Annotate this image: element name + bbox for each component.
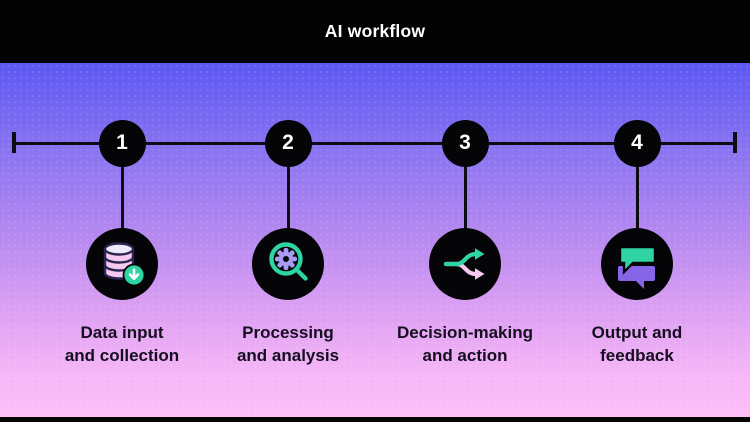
step-label-line1: Processing [242,323,334,342]
step-3: 3 Decision-making and action [375,63,555,422]
step-number: 4 [631,131,643,154]
step-label-line1: Output and [591,323,683,342]
step-label-line2: and collection [64,346,180,365]
step-label-line1: Data input [80,323,164,342]
database-download-icon [86,228,158,300]
step-label-line1: Decision-making [396,323,534,342]
connector-line [120,143,124,264]
speech-bubbles-icon [601,228,673,300]
page-title: AI workflow [324,21,426,41]
footer-bar [0,417,750,422]
step-number-badge: 4 [613,119,661,167]
step-number-badge: 2 [264,119,312,167]
step-label: Decision-making and action [375,321,555,367]
step-number-badge: 1 [98,119,146,167]
gear-magnifier-icon [252,228,324,300]
header-bar: AI workflow [0,0,750,63]
connector-line [286,143,290,264]
timeline-right-cap [733,132,737,153]
step-1: 1 Data input and collection [32,63,212,422]
step-number: 3 [459,131,471,154]
branching-arrows-icon [429,228,501,300]
connector-line [635,143,639,264]
step-4: 4 Output and feedback [547,63,727,422]
step-number: 2 [282,131,294,154]
step-label: Processing and analysis [198,321,378,367]
timeline-left-cap [12,132,16,153]
step-label-line2: feedback [600,346,674,365]
speech-bubbles-svg [618,245,657,289]
step-label: Data input and collection [32,321,212,367]
step-label-line2: and action [422,346,508,365]
gear-magnifier-svg [269,242,308,281]
step-number: 1 [116,131,128,154]
database-download-svg [103,242,146,287]
timeline-line [14,141,735,145]
step-label-line2: and analysis [236,346,340,365]
connector-line [463,143,467,264]
step-2: 2 Processing and analysis [198,63,378,422]
step-label: Output and feedback [547,321,727,367]
branching-arrows-svg [443,248,485,280]
step-number-badge: 3 [441,119,489,167]
